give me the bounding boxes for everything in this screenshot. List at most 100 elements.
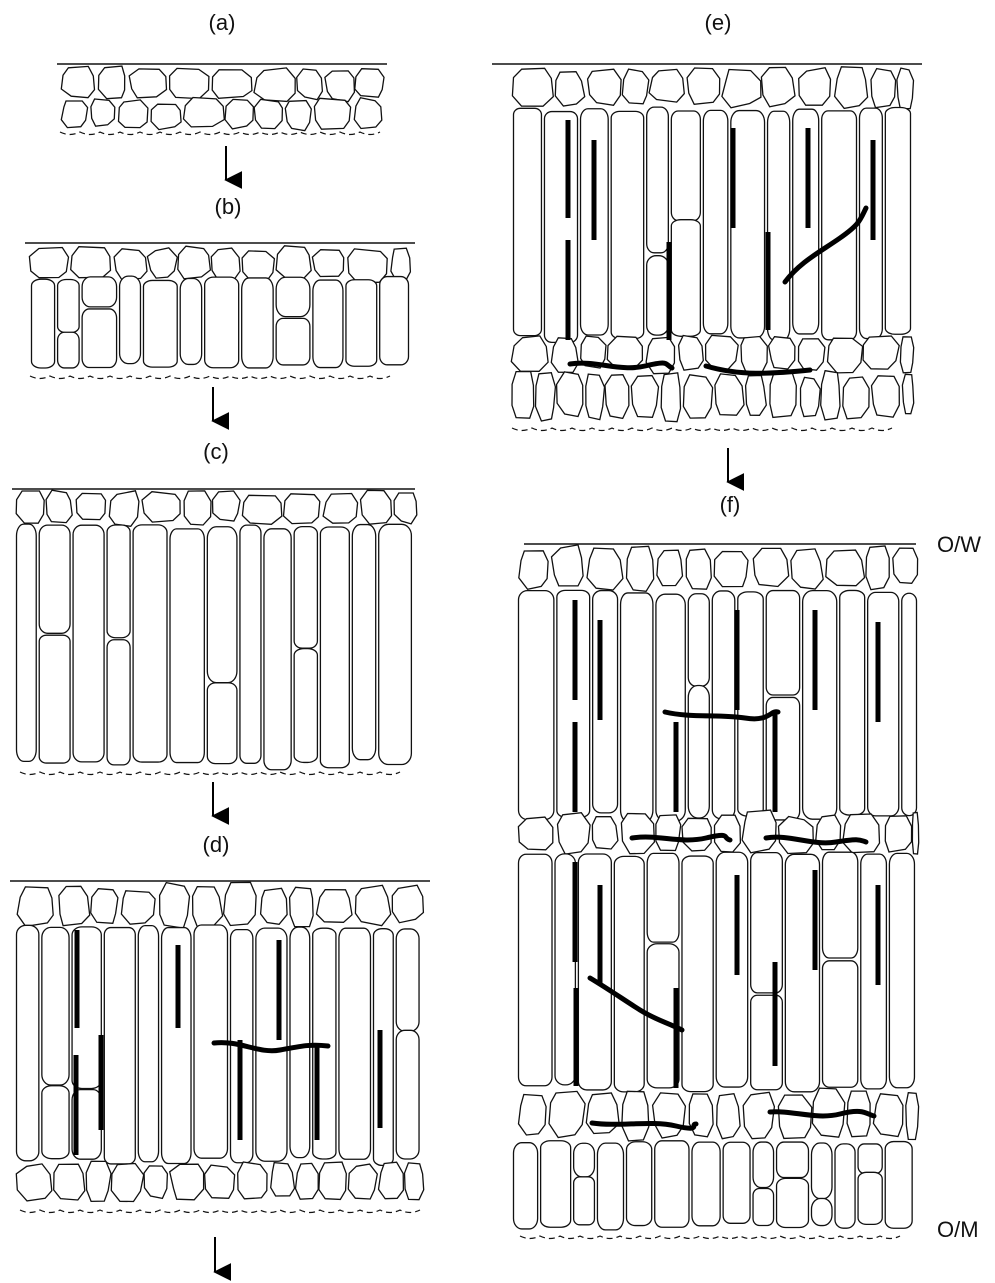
equiaxed-grain <box>557 372 583 417</box>
equiaxed-grain <box>323 494 358 524</box>
columnar-grain <box>294 527 317 649</box>
columnar-grain <box>541 1141 571 1228</box>
columnar-grain <box>107 525 130 638</box>
equiaxed-grain <box>114 249 147 280</box>
equiaxed-grain <box>753 548 788 586</box>
equiaxed-grain <box>586 1093 619 1134</box>
equiaxed-grain <box>178 246 211 279</box>
columnar-grain <box>352 525 375 760</box>
columnar-grain <box>82 277 116 307</box>
columnar-grain <box>256 928 287 1161</box>
equiaxed-grain <box>184 98 225 127</box>
equiaxed-grain <box>290 887 314 926</box>
columnar-grain <box>320 527 349 768</box>
equiaxed-grain <box>902 374 913 413</box>
equiaxed-grain <box>296 1163 319 1199</box>
columnar-grain <box>42 927 69 1085</box>
columnar-grain <box>514 108 542 335</box>
columnar-grain <box>647 853 679 942</box>
equiaxed-grain <box>109 491 139 527</box>
panel-label-d: (d) <box>203 832 230 857</box>
columnar-grain <box>264 529 291 770</box>
equiaxed-grain <box>91 889 118 924</box>
equiaxed-grain <box>254 99 282 128</box>
columnar-grain <box>671 220 700 337</box>
equiaxed-grain <box>893 548 918 583</box>
columnar-grain <box>885 108 910 335</box>
equiaxed-grain <box>622 1091 649 1141</box>
equiaxed-grain <box>717 1094 740 1139</box>
equiaxed-grain <box>686 549 711 589</box>
equiaxed-grain <box>91 99 115 126</box>
equiaxed-grain <box>588 69 622 105</box>
equiaxed-grain <box>661 373 680 422</box>
equiaxed-grain <box>552 545 584 586</box>
columnar-grain <box>731 111 765 338</box>
columnar-grain <box>712 591 734 819</box>
columnar-grain <box>207 683 237 764</box>
columnar-grain <box>17 524 37 761</box>
equiaxed-grain <box>821 371 840 420</box>
columnar-grain <box>339 928 371 1159</box>
columnar-grain <box>574 1143 595 1177</box>
columnar-grain <box>32 279 55 368</box>
columnar-grain <box>692 1142 720 1226</box>
columnar-grain <box>614 856 644 1092</box>
columnar-grain <box>671 111 700 221</box>
columnar-grain <box>276 318 310 365</box>
equiaxed-grain <box>715 374 744 415</box>
equiaxed-grain <box>225 99 253 128</box>
equiaxed-grain <box>242 495 281 524</box>
equiaxed-grain <box>129 69 166 98</box>
equiaxed-grain <box>160 883 190 929</box>
columnar-grain <box>682 856 713 1092</box>
columnar-grain <box>396 929 419 1031</box>
equiaxed-grain <box>631 376 658 418</box>
equiaxed-grain <box>224 882 257 925</box>
equiaxed-grain <box>312 250 343 277</box>
equiaxed-grain <box>276 246 311 281</box>
equiaxed-grain <box>683 375 712 418</box>
equiaxed-grain <box>170 68 209 98</box>
equiaxed-grain <box>121 891 155 924</box>
columnar-grain <box>621 593 653 822</box>
equiaxed-grain <box>170 1164 204 1200</box>
columnar-grain <box>313 280 343 368</box>
equiaxed-grain <box>319 1162 346 1199</box>
equiaxed-grain <box>897 68 914 109</box>
columnar-grain <box>611 111 643 338</box>
oxide-metal-interface-line <box>60 132 380 135</box>
equiaxed-grain <box>843 814 880 853</box>
equiaxed-grain <box>205 1165 235 1198</box>
equiaxed-grain <box>213 491 241 521</box>
columnar-grain <box>578 854 611 1090</box>
oxide-metal-interface-line <box>30 376 390 379</box>
oxide-metal-interface-line <box>20 1210 420 1213</box>
oxide-metal-interface-line <box>520 1236 900 1239</box>
columnar-grain <box>39 635 70 763</box>
columnar-grain <box>17 925 39 1161</box>
columnar-grain <box>39 525 70 633</box>
equiaxed-grain <box>348 1164 377 1199</box>
columnar-grain <box>180 279 201 365</box>
columnar-grain <box>58 332 80 368</box>
equiaxed-grain <box>761 67 795 106</box>
equiaxed-grain <box>512 68 553 106</box>
columnar-grain <box>753 1142 774 1187</box>
equiaxed-grain <box>769 337 795 369</box>
equiaxed-grain <box>872 376 900 417</box>
equiaxed-grain <box>61 66 94 97</box>
columnar-grain <box>544 112 577 343</box>
equiaxed-grain <box>355 69 384 98</box>
equiaxed-grain <box>682 818 711 851</box>
equiaxed-grain <box>649 69 684 102</box>
equiaxed-grain <box>511 336 548 371</box>
columnar-grain <box>811 1198 832 1225</box>
columnar-grain <box>58 279 80 332</box>
equiaxed-grain <box>742 810 776 853</box>
equiaxed-grain <box>394 493 417 524</box>
columnar-grain <box>294 649 317 763</box>
columnar-grain <box>823 961 858 1087</box>
columnar-grain <box>647 107 669 253</box>
equiaxed-grain <box>536 373 556 421</box>
